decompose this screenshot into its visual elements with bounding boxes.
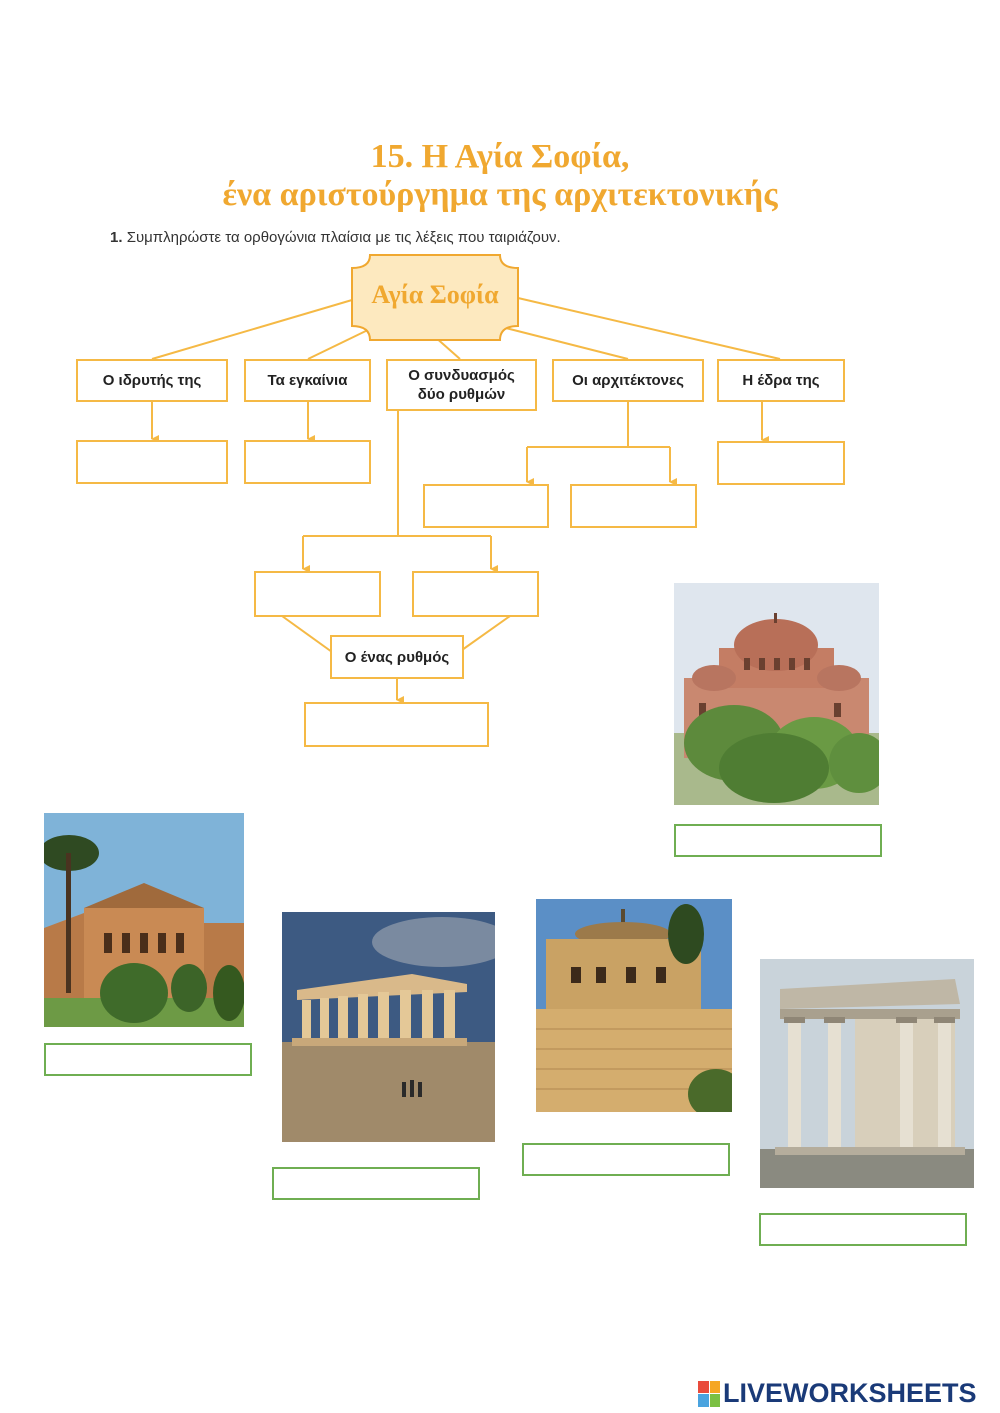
category-combination-line-1: Ο συνδυασμός — [408, 367, 515, 384]
liveworksheets-logo-text: LIVEWORKSHEETS — [723, 1378, 977, 1408]
photo-basilica — [44, 813, 244, 1027]
answer-box-one-style[interactable] — [304, 702, 489, 747]
answer-box-photo-hagia-sophia[interactable] — [674, 824, 882, 857]
answer-input-architect-2[interactable] — [572, 486, 695, 526]
answer-box-photo-ionic-temple[interactable] — [759, 1213, 967, 1246]
category-combination-line-2: δύο ρυθμών — [417, 386, 506, 403]
answer-input-style-2[interactable] — [414, 573, 537, 615]
answer-input-one-style[interactable] — [306, 704, 487, 745]
connector-architects — [497, 325, 629, 360]
center-label: Αγία Σοφία — [371, 280, 499, 309]
category-seat: Η έδρα της — [717, 359, 845, 402]
answer-box-founder[interactable] — [76, 440, 228, 484]
photo-parthenon — [282, 912, 495, 1142]
answer-input-photo-parthenon[interactable] — [274, 1169, 478, 1198]
answer-box-photo-basilica[interactable] — [44, 1043, 252, 1076]
instruction-text: Συμπληρώστε τα ορθογώνια πλαίσια με τις … — [126, 229, 561, 246]
connector-inauguration — [307, 327, 373, 360]
answer-input-photo-rotunda[interactable] — [524, 1145, 728, 1174]
answer-input-founder[interactable] — [78, 442, 226, 482]
connector-style-2-merge — [461, 615, 511, 651]
answer-input-photo-basilica[interactable] — [46, 1045, 250, 1074]
answer-box-architect-2[interactable] — [570, 484, 697, 528]
answer-box-seat[interactable] — [717, 441, 845, 485]
connector-style-1-merge — [281, 615, 333, 653]
category-one-style: Ο ένας ρυθμός — [330, 635, 464, 679]
answer-input-seat[interactable] — [719, 443, 843, 483]
instruction-number: 1. — [110, 229, 123, 246]
answer-input-architect-1[interactable] — [425, 486, 547, 526]
answer-box-style-1[interactable] — [254, 571, 381, 617]
category-founder: Ο ιδρυτής της — [76, 359, 228, 402]
category-architects: Οι αρχιτέκτονες — [552, 359, 704, 402]
photo-rotunda — [536, 899, 732, 1112]
liveworksheets-logo-icon — [698, 1380, 720, 1407]
answer-box-photo-rotunda[interactable] — [522, 1143, 730, 1176]
connector-seat — [517, 297, 781, 360]
answer-input-style-1[interactable] — [256, 573, 379, 615]
answer-box-photo-parthenon[interactable] — [272, 1167, 480, 1200]
center-hexagon — [351, 254, 519, 341]
title-line-2: ένα αριστούργημα της αρχιτεκτονικής — [222, 176, 778, 213]
photo-hagia-sophia — [674, 583, 879, 805]
answer-box-inauguration[interactable] — [244, 440, 371, 484]
answer-box-style-2[interactable] — [412, 571, 539, 617]
category-inauguration: Τα εγκαίνια — [244, 359, 371, 402]
instruction: 1. Συμπληρώστε τα ορθογώνια πλαίσια με τ… — [110, 229, 561, 246]
answer-input-photo-ionic-temple[interactable] — [761, 1215, 965, 1244]
answer-input-inauguration[interactable] — [246, 442, 369, 482]
answer-box-architect-1[interactable] — [423, 484, 549, 528]
connector-founder — [151, 299, 353, 360]
title-line-1: 15. Η Αγία Σοφία, — [370, 138, 630, 175]
photo-ionic-temple — [760, 959, 974, 1188]
liveworksheets-logo: LIVEWORKSHEETS — [698, 1378, 977, 1409]
answer-input-photo-hagia-sophia[interactable] — [676, 826, 880, 855]
category-combination: Ο συνδυασμός δύο ρυθμών — [386, 359, 537, 411]
